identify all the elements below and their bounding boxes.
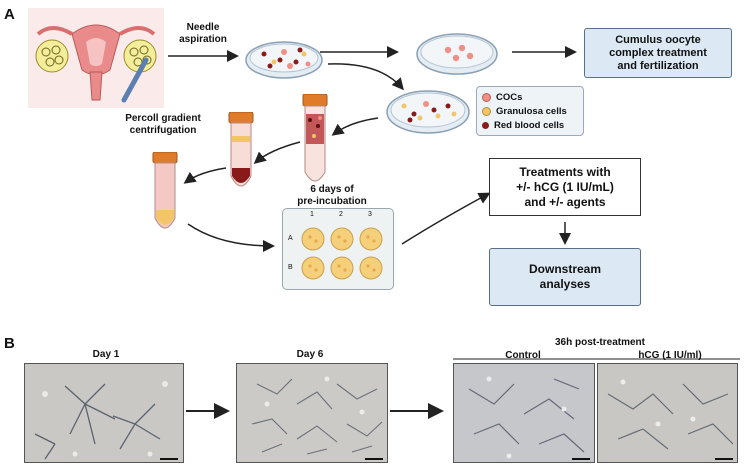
treatments-text: Treatments with +/- hCG (1 IU/mL) and +/…: [516, 164, 614, 209]
legend-label: Granulosa cells: [496, 105, 567, 117]
micrograph-control: [453, 363, 595, 463]
legend-label: COCs: [496, 91, 523, 103]
legend-item-cocs: COCs: [477, 90, 583, 104]
arrow-tube3-to-plate: [187, 223, 275, 252]
legend-item-rbc: Red blood cells: [477, 118, 583, 132]
legend-swatch-granulosa: [482, 106, 491, 116]
micrograph-day1: [24, 363, 184, 463]
plate-col-label: 1: [310, 211, 314, 218]
micrograph-hcg: [597, 363, 738, 463]
hcg-label: hCG (1 IU/ml): [638, 350, 702, 361]
needle-aspiration-label: Needle aspiration: [179, 22, 227, 45]
downstream-analyses-box: Downstream analyses: [489, 248, 641, 306]
reproductive-tract-illustration: [28, 8, 164, 108]
plate-row-label: B: [288, 264, 293, 271]
panel-a-label: A: [4, 6, 15, 23]
legend-swatch-rbc: [482, 121, 489, 129]
panel-b-label: B: [4, 335, 15, 352]
preincubation-label: 6 days of pre-incubation: [297, 184, 367, 207]
plate-row-label: A: [288, 235, 293, 242]
plate-wells: [301, 227, 383, 280]
arrow-plate-to-treatments: [401, 192, 491, 245]
treatments-box: Treatments with +/- hCG (1 IU/mL) and +/…: [489, 158, 641, 216]
control-label: Control: [505, 350, 541, 361]
plate-col-label: 2: [339, 211, 343, 218]
cell-type-legend: COCs Granulosa cells Red blood cells: [476, 86, 584, 136]
arrow-tube-to-percoll: [253, 141, 301, 164]
coc-treatment-text: Cumulus oocyte complex treatment and fer…: [609, 33, 707, 72]
arrow-percoll-to-tube3: [183, 167, 227, 184]
arrow-mixed-dish-to-tube: [331, 117, 379, 136]
arrow-dish-to-mixed-dish: [327, 63, 404, 91]
micrograph-day6: [236, 363, 388, 463]
legend-swatch-cocs: [482, 92, 491, 102]
legend-label: Red blood cells: [494, 119, 565, 131]
day6-label: Day 6: [296, 349, 324, 360]
plate-col-label: 3: [368, 211, 372, 218]
coc-treatment-box: Cumulus oocyte complex treatment and fer…: [584, 28, 732, 78]
day1-label: Day 1: [92, 349, 120, 360]
legend-item-granulosa: Granulosa cells: [477, 104, 583, 118]
percoll-label: Percoll gradient centrifugation: [125, 113, 201, 136]
culture-plate: 1 2 3 A B: [282, 208, 394, 290]
post-treatment-label: 36h post-treatment: [554, 337, 645, 348]
downstream-text: Downstream analyses: [528, 262, 602, 291]
